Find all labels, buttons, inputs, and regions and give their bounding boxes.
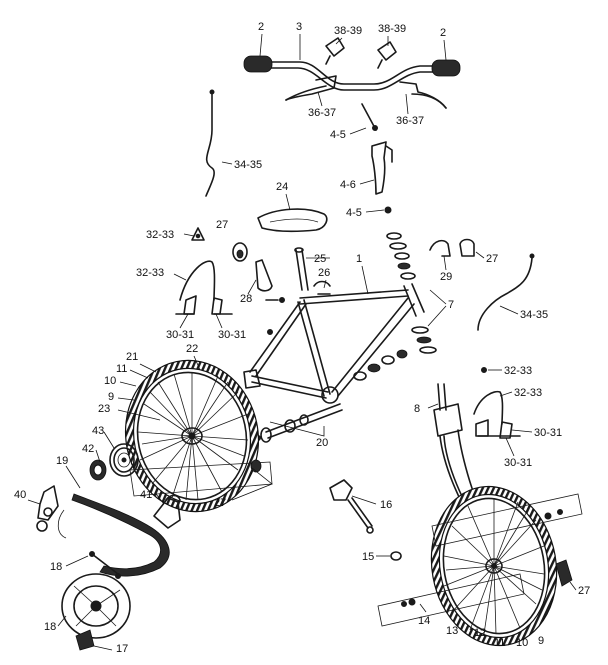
frame — [243, 283, 425, 404]
callout-label: 18 — [50, 561, 62, 573]
rear-straddle-wire — [179, 260, 216, 301]
left-grip — [243, 55, 273, 73]
callout-label: 34-35 — [234, 159, 262, 171]
callout-label: 40 — [14, 489, 26, 501]
callout-label: 19 — [56, 455, 68, 467]
callout-label: 42 — [82, 443, 94, 455]
callout-labels: 2 3 38-39 38-39 2 36-37 36-37 4-5 34-35 … — [14, 21, 590, 655]
right-shifter — [377, 41, 397, 69]
callout-label: 17 — [116, 643, 128, 655]
front-straddle-wire — [473, 390, 504, 425]
callout-label: 30-31 — [166, 329, 194, 341]
callout-label: 27 — [578, 585, 590, 597]
front-brake-cable — [477, 253, 535, 331]
callout-label: 11 — [116, 363, 127, 375]
stem — [371, 141, 393, 195]
callout-label: 32-33 — [504, 365, 532, 377]
callout-label: 30-31 — [534, 427, 562, 439]
bottom-bracket-parts — [353, 349, 408, 381]
front-cable-hanger — [481, 367, 487, 373]
front-brake-caliper — [475, 419, 521, 439]
callout-label: 24 — [276, 181, 288, 193]
handlebar — [269, 61, 441, 91]
callout-label: 25 — [314, 253, 326, 265]
rear-wheel — [124, 359, 260, 513]
callout-label: 2 — [440, 27, 446, 39]
chainring — [61, 573, 131, 639]
callout-label: 14 — [418, 615, 430, 627]
callout-label: 22 — [186, 343, 198, 355]
callout-label: 4-5 — [330, 129, 346, 141]
seat-clamp-bracket — [255, 259, 273, 292]
left-brake-lever — [285, 75, 337, 101]
callout-label: 20 — [316, 437, 328, 449]
callout-label: 27 — [214, 497, 226, 509]
callout-label: 27 — [216, 219, 228, 231]
callout-label: 8 — [414, 403, 420, 415]
frame-fasteners — [265, 297, 285, 335]
callout-label: 32-33 — [136, 267, 164, 279]
callout-label: 16 — [380, 499, 392, 511]
spoke-protector — [89, 459, 107, 481]
bb-axle — [255, 403, 343, 443]
callout-label: 29 — [440, 271, 452, 283]
callout-label: 27 — [486, 253, 498, 265]
leader-lines — [27, 33, 577, 651]
callout-label: 32-33 — [146, 229, 174, 241]
left-shifter — [325, 37, 345, 65]
callout-label: 4-5 — [346, 207, 362, 219]
callout-label: 28 — [240, 293, 252, 305]
callout-label: 10 — [516, 637, 528, 649]
callout-label: 9 — [538, 635, 544, 647]
callout-label: 15 — [362, 551, 374, 563]
callout-label: 41 — [140, 489, 152, 501]
callout-label: 2 — [258, 21, 264, 33]
callout-label: 30-31 — [504, 457, 532, 469]
callout-label: 23 — [98, 403, 110, 415]
front-wheel — [430, 485, 558, 647]
callout-label: 26 — [318, 267, 330, 279]
rear-derailleur — [36, 485, 59, 532]
freewheel-cluster — [109, 443, 139, 477]
rear-brake-cable — [205, 89, 215, 197]
callout-label: 34-35 — [520, 309, 548, 321]
callout-label: 21 — [126, 351, 138, 363]
callout-label: 10 — [104, 375, 116, 387]
callout-label: 13 — [446, 625, 458, 637]
callout-label: 11 — [494, 637, 505, 649]
callout-label: 3 — [296, 21, 302, 33]
callout-label: 9 — [108, 391, 114, 403]
headset-parts — [386, 232, 437, 354]
front-derailleur — [153, 494, 181, 529]
right-brake-lever — [399, 81, 447, 109]
chain — [57, 493, 170, 577]
crank-arm — [89, 551, 121, 579]
callout-label: 36-37 — [396, 115, 424, 127]
callout-label: 32-33 — [514, 387, 542, 399]
rear-brake-caliper — [175, 295, 233, 315]
stem-bolt — [361, 103, 378, 131]
callout-label: 43 — [92, 425, 104, 437]
rear-cable-hanger — [191, 227, 205, 241]
saddle — [257, 208, 328, 233]
callout-label: 38-39 — [378, 23, 406, 35]
callout-label: 7 — [448, 299, 454, 311]
callout-label: 12 — [474, 627, 486, 639]
callout-label: 18 — [44, 621, 56, 633]
callout-label: 4-6 — [340, 179, 356, 191]
callout-label: 38-39 — [334, 25, 362, 37]
callout-label: 36-37 — [308, 107, 336, 119]
callout-label: 30-31 — [218, 329, 246, 341]
right-grip — [431, 59, 461, 77]
callout-label: 1 — [356, 253, 362, 265]
front-axle-guide — [377, 493, 583, 627]
front-brake-parts — [429, 238, 475, 257]
front-reflector — [555, 559, 573, 587]
kickstand — [329, 479, 374, 534]
headset-nut — [384, 206, 392, 214]
seat-clamp — [313, 280, 331, 295]
rear-reflector-bracket — [232, 242, 248, 262]
seat-post — [294, 247, 309, 291]
